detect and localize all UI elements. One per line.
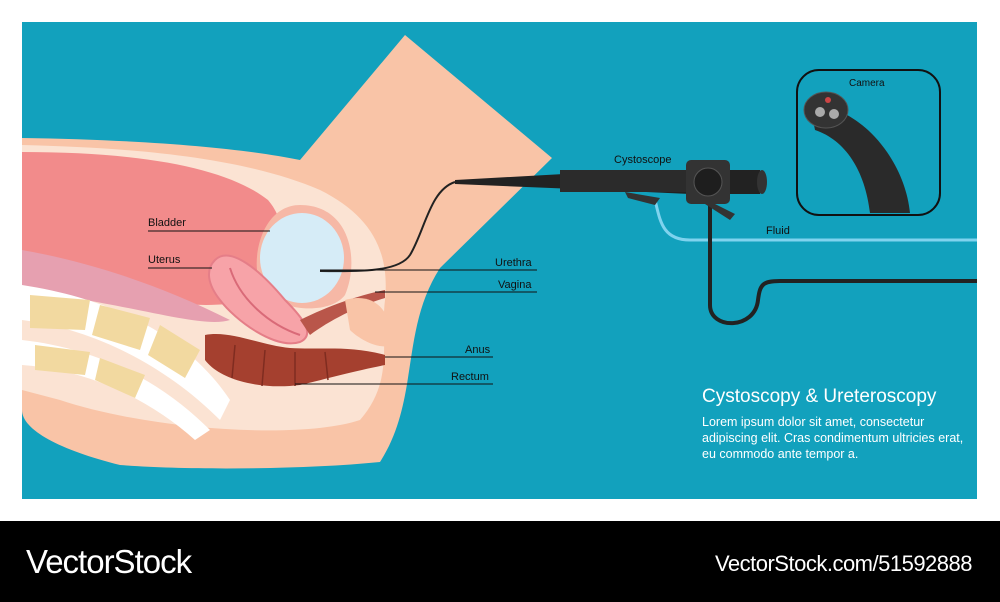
info-body: Lorem ipsum dolor sit amet, consectetur … [702,415,964,461]
info-block: Cystoscopy & Ureteroscopy Lorem ipsum do… [702,386,972,462]
label-rectum: Rectum [451,371,489,383]
info-title: Cystoscopy & Ureteroscopy [702,386,937,407]
camera-cable [708,205,977,326]
cystoscopy-diagram: Bladder Uterus Urethra Vagina Anus Rectu… [22,35,977,469]
label-camera: Camera [849,78,885,89]
footer-bar: VectorStock VectorStock.com/51592888 [0,521,1000,602]
fluid-tube [653,199,977,242]
spine [22,285,230,440]
brand-logo: VectorStock [26,543,192,580]
label-urethra: Urethra [495,257,533,269]
bladder [260,213,344,303]
image-url: VectorStock.com/51592888 [714,551,973,576]
label-anus: Anus [465,344,491,356]
camera-inset [796,69,941,216]
label-bladder: Bladder [148,217,186,229]
label-uterus: Uterus [148,254,181,266]
label-fluid: Fluid [766,225,790,237]
illustration-panel: Bladder Uterus Urethra Vagina Anus Rectu… [22,22,977,499]
cystoscope [455,160,767,220]
label-cystoscope: Cystoscope [614,154,671,166]
scope-cable [319,181,456,273]
label-vagina: Vagina [498,279,532,291]
pelvic-floor [22,250,230,323]
